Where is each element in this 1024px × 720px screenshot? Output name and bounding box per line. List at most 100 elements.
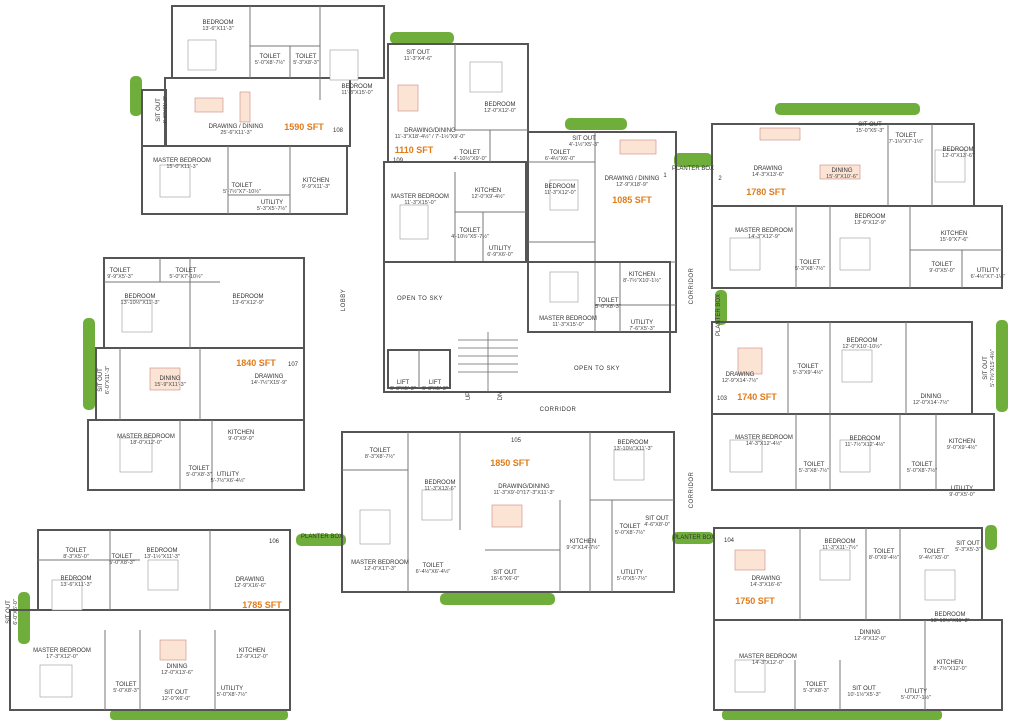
u2-room-0-dim: 15'-0"X5'-3" — [856, 128, 885, 134]
u1-room-3-name: DRAWING / DINING — [605, 176, 660, 182]
lift-2-dim: 5'-3"X5'-3" — [422, 386, 448, 392]
u108-room-6-name: MASTER BEDROOM — [153, 158, 211, 164]
u107-room-4-name: SIT OUT — [98, 368, 104, 392]
unit-106 — [9, 529, 291, 711]
u105-room-6-name: MASTER BEDROOM — [351, 560, 409, 566]
u105-room-1-dim: 11'-3"X13'-6" — [424, 486, 455, 492]
u1-room-1-name: TOILET — [550, 150, 571, 156]
u2-room-10-name: UTILITY — [977, 268, 999, 274]
u2-area-label: 1780 SFT — [746, 187, 786, 197]
u105-room-8-dim: 16'-6"X6'-0" — [491, 576, 520, 582]
u105-room-7-dim: 6'-4½"X6'-4½" — [416, 568, 451, 575]
u109-unit-number: 109 — [393, 158, 404, 164]
u107-room-3-dim: 13'-6"X12'-9" — [232, 300, 264, 306]
u2-unit-number: 2 — [718, 176, 722, 182]
u2-room-9-dim: 9'-0"X5'-0" — [929, 268, 955, 274]
u109-room-2-name: DRAWING/DINING — [404, 128, 456, 134]
unit-2 — [711, 123, 1003, 289]
u105-room-4-name: SIT OUT — [645, 516, 669, 522]
u105-room-7-name: TOILET — [423, 563, 444, 569]
u105-room-3-name: BEDROOM — [617, 440, 648, 446]
u1-room-0-dim: 4'-1½"X5'-3" — [569, 141, 599, 148]
u106-room-4-name: DRAWING — [236, 577, 265, 583]
u103-room-0-dim: 12'-0"X10'-10½" — [842, 343, 881, 350]
u103-room-2-name: DRAWING — [726, 372, 755, 378]
u106-room-8-name: DINING — [167, 664, 188, 670]
u108-room-4-name: SIT OUT — [156, 98, 162, 122]
u105-room-5-dim: 5'-0"X8'-7½" — [615, 529, 645, 536]
u1-room-2-dim: 11'-3"X12'-0" — [544, 190, 575, 196]
u103-room-1-name: TOILET — [798, 364, 819, 370]
u2-room-6-dim: 13'-6"X12'-9" — [854, 220, 886, 226]
u1-room-3-dim: 12'-9"X18'-9" — [616, 182, 648, 188]
u104-room-11-name: UTILITY — [905, 689, 927, 695]
u104-room-8-dim: 8'-7½"X12'-0" — [933, 665, 966, 672]
u103-room-3-dim: 5'-7½"X15'-4½" — [989, 349, 996, 387]
planter-box-label-4: PLANTER BOX — [673, 535, 715, 541]
corridor-label-center: CORRIDOR — [540, 407, 577, 413]
u106-room-4-dim: 12'-9"X16'-6" — [234, 583, 266, 589]
u107-room-1-name: TOILET — [176, 268, 197, 274]
u107-room-0-dim: 9'-9"X5'-3" — [107, 274, 133, 280]
u104-room-9-dim: 5'-3"X8'-3" — [803, 688, 829, 694]
u106-room-10-name: UTILITY — [221, 686, 243, 692]
u104-room-6-name: DINING — [860, 630, 881, 636]
u105-room-0-dim: 8'-3"X8'-7½" — [365, 453, 395, 460]
u103-area-label: 1740 SFT — [737, 392, 777, 402]
u103-room-7-dim: 9'-0"X9'-4½" — [947, 444, 977, 451]
u107-room-8-name: KITCHEN — [228, 430, 254, 436]
u104-room-6-dim: 12'-9"X12'-0" — [854, 636, 886, 642]
u104-room-10-name: SIT OUT — [852, 686, 876, 692]
u105-room-2-name: DRAWING/DINING — [498, 484, 550, 490]
u2-room-3-dim: 14'-3"X13'-6" — [752, 172, 784, 178]
u105-area-label: 1850 SFT — [490, 458, 530, 468]
u105-room-1-name: BEDROOM — [424, 480, 455, 486]
u109-room-3-dim: 4'-10½"X9'-0" — [453, 155, 486, 162]
u109-room-5-name: KITCHEN — [475, 188, 501, 194]
room-labels: BEDROOM13'-6"X11'-3"TOILET5'-0"X8'-7½"TO… — [6, 20, 1005, 702]
u104-room-2-dim: 9'-4½"X5'-0" — [919, 554, 949, 561]
planters — [18, 32, 1008, 720]
u103-room-7-name: KITCHEN — [949, 439, 975, 445]
u108-room-5-name: DRAWING / DINING — [209, 124, 264, 130]
unit-107 — [87, 257, 305, 491]
stair-up-label: UP — [466, 392, 472, 400]
u107-room-3-name: BEDROOM — [232, 294, 263, 300]
u108-room-2-name: TOILET — [296, 54, 317, 60]
u104-room-3-dim: 5'-3"X5'-3" — [955, 547, 981, 553]
planter-box-label-1: PLANTER BOX — [672, 166, 714, 172]
u106-room-0-name: TOILET — [66, 548, 87, 554]
u2-room-8-name: TOILET — [800, 260, 821, 266]
u103-room-5-dim: 14'-3"X12'-4½" — [746, 440, 782, 447]
u106-room-6-name: MASTER BEDROOM — [33, 648, 91, 654]
lift-1-label: LIFT — [397, 380, 410, 386]
u104-room-3-name: SIT OUT — [956, 541, 980, 547]
u1-unit-number: 1 — [663, 173, 667, 179]
u2-room-3-name: DRAWING — [754, 166, 783, 172]
u104-room-1-name: TOILET — [874, 549, 895, 555]
u107-room-10-name: UTILITY — [217, 472, 239, 478]
u108-room-9-dim: 5'-3"X5'-7½" — [257, 205, 287, 212]
u107-unit-number: 107 — [288, 362, 299, 368]
u104-room-5-dim: 13'-10½"X11'-3" — [931, 617, 970, 624]
u104-room-7-name: MASTER BEDROOM — [739, 654, 797, 660]
u108-unit-number: 108 — [333, 128, 344, 134]
u106-room-9-dim: 12'-9"X12'-0" — [236, 654, 268, 660]
u1-room-0-name: SIT OUT — [572, 136, 596, 142]
u108-room-3-name: BEDROOM — [341, 84, 372, 90]
u109-room-0-dim: 11'-3"X4'-6" — [404, 56, 432, 62]
u103-room-5-name: MASTER BEDROOM — [735, 435, 793, 441]
u1-room-2-name: BEDROOM — [544, 184, 575, 190]
u104-room-2-name: TOILET — [924, 549, 945, 555]
u1-room-7-name: UTILITY — [631, 320, 653, 326]
u2-room-2-dim: 12'-0"X13'-6" — [942, 153, 974, 159]
u105-room-8-name: SIT OUT — [493, 570, 517, 576]
u2-room-5-dim: 14'-3"X12'-9" — [748, 234, 780, 240]
u105-room-5-name: TOILET — [620, 524, 641, 530]
u107-room-2-dim: 13'-10½"X11'-3" — [121, 299, 160, 306]
u104-area-label: 1750 SFT — [735, 596, 775, 606]
u105-room-6-dim: 12'-0"X17'-3" — [364, 566, 396, 572]
u108-room-0-name: BEDROOM — [202, 20, 233, 26]
u103-room-3-name: SIT OUT — [983, 356, 989, 380]
u1-room-6-name: MASTER BEDROOM — [539, 316, 597, 322]
